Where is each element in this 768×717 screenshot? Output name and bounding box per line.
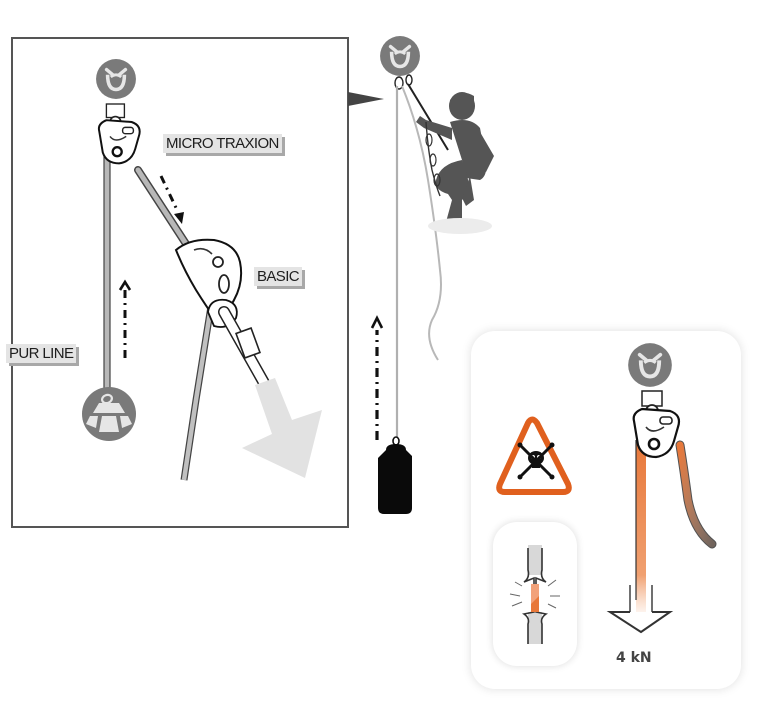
pull-direction-arrow	[242, 378, 322, 478]
basic-ascender	[174, 238, 274, 396]
label-pur-line: PUR LINE	[6, 344, 77, 363]
climber-silhouette	[416, 92, 494, 232]
warning-panel	[496, 342, 717, 644]
climber-shadow	[428, 218, 492, 234]
warning-anchor-icon	[627, 342, 673, 388]
force-value-label: 4 kN	[616, 650, 652, 666]
force-arrow	[606, 585, 674, 634]
damaged-rope-icon	[509, 545, 560, 644]
lift-arrow-left	[118, 279, 132, 358]
bag-lift-arrow	[370, 315, 384, 440]
rope-movement-arrow	[159, 175, 184, 224]
callout-pointer	[348, 92, 384, 106]
label-basic: BASIC	[254, 267, 303, 286]
scene	[370, 35, 494, 514]
label-micro-traxion: MICRO TRAXION	[163, 134, 282, 153]
haul-bag	[378, 436, 412, 514]
weight-anchor-icon	[82, 387, 136, 441]
danger-skull-triangle-icon	[496, 416, 572, 495]
